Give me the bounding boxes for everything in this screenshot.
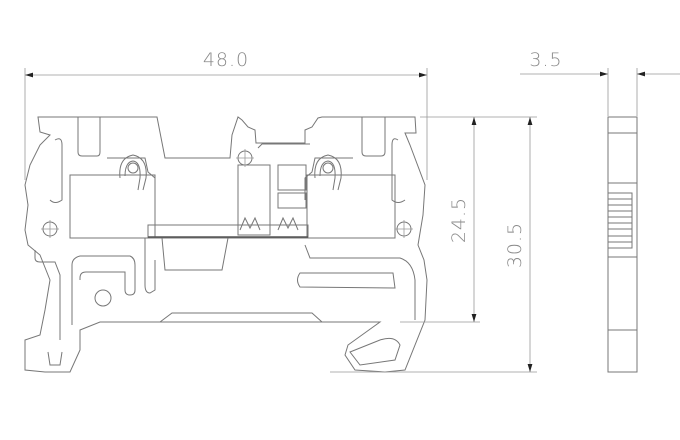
left-clamp-box	[69, 174, 156, 239]
dimension-total-height: 30.5	[330, 117, 537, 373]
dimension-thickness: 3.5	[520, 49, 680, 116]
mounting-holes	[41, 149, 413, 307]
total-height-label: 30.5	[504, 222, 526, 268]
front-outline	[24, 116, 428, 373]
front-view	[24, 116, 428, 373]
dimension-rail-height: 24.5	[400, 116, 537, 323]
left-spring	[119, 154, 147, 191]
width-label: 48.0	[203, 49, 249, 71]
ribs	[607, 192, 633, 249]
rail-height-label: 24.5	[448, 197, 470, 243]
right-clamp-box	[306, 174, 396, 239]
side-view	[607, 116, 638, 373]
thickness-label: 3.5	[529, 49, 562, 71]
dimension-width: 48.0	[24, 49, 428, 180]
right-spring	[314, 154, 342, 191]
